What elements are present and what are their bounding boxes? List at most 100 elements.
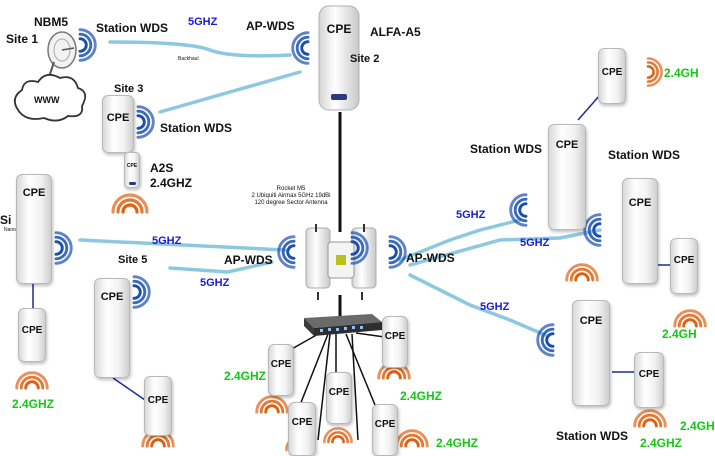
wave-icon-orange-8 [255,395,289,414]
wave-icon-blue-2-arc [295,35,310,61]
wave-icon-orange-12-arc [331,435,345,444]
label-site2: Site 2 [350,53,380,65]
wave-icon-orange-1-arc [646,61,659,83]
link-ap-station1 [398,218,522,262]
label-station-wds-site3: Station WDS [160,121,232,135]
wave-icon-blue-11 [350,231,369,265]
wave-icon-blue-8-arc [509,193,528,227]
wave-icon-blue-5-arc [132,284,142,300]
wave-icon-orange-1-arc [646,57,663,87]
wave-icon-blue-5 [132,275,151,309]
wave-icon-orange-3-arc [15,371,49,390]
wave-icon-orange-3 [15,371,49,390]
wave-icon-blue-10 [536,323,555,357]
wave-icon-blue-11-arc [350,235,365,261]
cpe-site3: CPE [102,95,134,153]
wave-icon-orange-10-arc [399,433,425,448]
wave-icon-blue-10-arc [540,327,555,353]
wave-icon-blue-11-arc [350,231,369,265]
cpe-site5: CPE [94,278,130,378]
label-station-wds-top: Station WDS [96,21,168,35]
cpe-center-2: CPE [326,372,352,424]
wave-icon-orange-12 [323,427,353,444]
cpe-center-3: CPE [382,316,408,368]
link-site4-ap [78,238,287,252]
link-site5-ap [168,260,274,274]
label-site3: Site 3 [114,83,144,95]
link-site1-ap [108,40,292,58]
label-site5: Site 5 [118,254,148,266]
label-24-right-low: 2.4GH [680,419,715,433]
label-rocket-line2: 2 Ubiquiti Airmax 5GHz 19dBi [251,193,331,200]
cpe-top-right-24: CPE [598,48,626,104]
label-freq-left2: 5GHZ [200,277,230,289]
label-24-top-right: 2.4GH [664,66,699,80]
cpe-station3: CPE [572,300,610,406]
wave-icon-blue-8-arc [518,202,528,218]
label-24-left: 2.4GHZ [12,397,55,411]
wave-icon-blue-3-arc [136,105,155,139]
wave-icon-orange-12-arc [323,427,353,444]
wave-icon-orange-8-arc [255,395,289,414]
wave-icon-orange-7-arc [637,413,663,428]
wave-icon-orange-2 [111,193,149,214]
wave-icon-orange-3-arc [19,375,45,390]
alfa-antenna [318,5,360,111]
wave-icon-orange-6-arc [673,309,707,328]
label-a2s: A2S [150,161,174,175]
cpe-station2: CPE [622,178,658,284]
wave-icon-blue-2-arc [300,40,310,56]
network-diagram: CPE CPE CPE CPE CPE CPE CPE CPE CPE CPE … [0,5,715,456]
wave-icon-blue-1-arc [78,28,97,62]
cpe-station1: CPE [548,124,586,230]
wave-icon-orange-3-arc [24,380,40,390]
cpe-a2s: CPE [124,152,140,188]
wave-icon-orange-2-arc [111,193,149,214]
wave-icon-blue-7 [388,235,407,269]
satellite-dish-icon [47,31,77,81]
wave-icon-blue-1 [78,28,97,62]
label-freq-right1: 5GHZ [456,209,486,221]
wave-icon-orange-4-arc [150,438,166,448]
cpe-right-24: CPE [670,238,698,294]
wave-icon-blue-6-arc [281,239,296,265]
wave-icon-orange-12-arc [327,431,349,444]
cpe-center-4: CPE [288,402,316,456]
label-rocket: Rocket M5 2 Ubiquiti Airmax 5GHz 19dBi 1… [232,186,350,208]
wave-icon-blue-3 [136,105,155,139]
wave-icon-blue-4-arc [54,235,69,261]
wave-icon-orange-2-arc [121,203,139,214]
wave-icon-orange-7-arc [642,418,658,428]
wave-icon-blue-8 [509,193,528,227]
cpe-site4: CPE [16,174,52,284]
alfa-cpe: CPE [326,22,352,36]
wave-icon-orange-6-arc [677,313,703,328]
wave-icon-blue-4-arc [54,231,73,265]
wave-icon-blue-9-arc [592,222,602,238]
wave-icon-blue-7-arc [388,244,398,260]
sector-antennas [305,224,377,300]
wave-icon-blue-2 [291,31,310,65]
label-nano-cut: Nano [4,227,16,233]
wave-icon-blue-6 [277,235,296,269]
cpe-center-1: CPE [268,344,294,396]
label-site1: Site 1 [6,32,39,46]
label-24-center2: 2.4GHZ [400,389,443,403]
wave-icon-orange-8-arc [259,399,285,414]
wave-icon-blue-9-arc [583,213,602,247]
wave-icon-orange-6-arc [682,318,698,328]
label-freq-left1: 5GHZ [152,235,182,247]
wave-icon-orange-1 [646,57,663,87]
wave-icon-blue-1-arc [78,32,93,58]
wave-icon-orange-5 [565,263,599,282]
label-freq-right2: 5GHZ [520,237,550,249]
wave-icon-blue-11-arc [350,240,360,256]
wave-icon-blue-9 [583,213,602,247]
label-station-wds-right2: Station WDS [608,148,680,162]
wave-icon-blue-4-arc [54,240,64,256]
wave-icon-orange-6 [673,309,707,328]
label-24-center1: 2.4GHZ [224,369,267,383]
wave-icon-blue-2-arc [291,31,310,65]
label-ap-wds-right: AP-WDS [406,251,455,265]
cpe-site4-24: CPE [18,308,46,362]
